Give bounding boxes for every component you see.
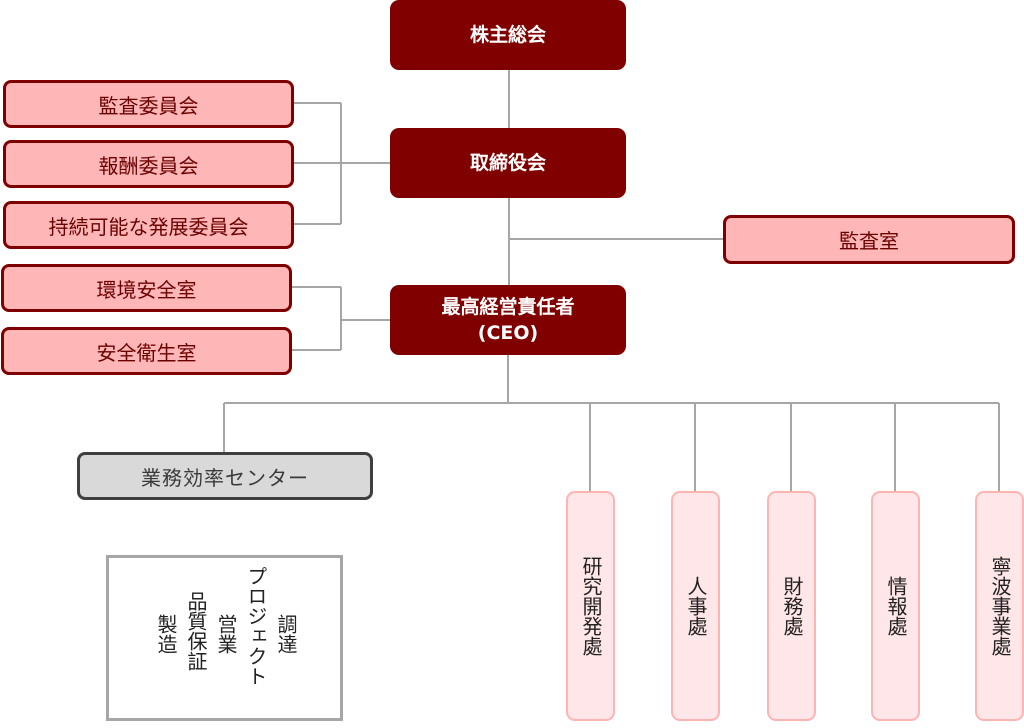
node-label: 人事處 <box>684 576 708 636</box>
node-label: 持続可能な発展委員会 <box>48 214 249 239</box>
node-label: 環境安全室 <box>96 277 197 302</box>
committee-node[interactable]: 報酬委員会 <box>3 140 294 188</box>
node-label: 財務處 <box>780 576 804 636</box>
node-label: 研究開発處 <box>579 556 603 656</box>
node-label: 監査委員会 <box>98 93 199 118</box>
node-label: 最高経営責任者 <box>441 296 575 318</box>
legend-item: 調達 <box>274 614 298 654</box>
division-node[interactable]: 研究開発處 <box>566 491 615 721</box>
node-label: 報酬委員会 <box>98 153 199 178</box>
node-label: 安全衛生室 <box>96 340 197 365</box>
shareholders-meeting-node[interactable]: 株主総会 <box>390 0 626 70</box>
node-label: 情報處 <box>884 576 908 636</box>
committee-node[interactable]: 持続可能な発展委員会 <box>3 201 294 249</box>
division-node[interactable]: 財務處 <box>767 491 816 721</box>
ceo-office-node[interactable]: 安全衛生室 <box>1 327 292 375</box>
legend-item: プロジェクト <box>244 566 268 686</box>
ceo-node[interactable]: 最高経営責任者 (CEO) <box>390 285 626 355</box>
node-label: 株主総会 <box>469 24 546 46</box>
committee-node[interactable]: 監査委員会 <box>3 80 294 128</box>
node-label: 取締役会 <box>469 152 546 174</box>
node-label: 監査室 <box>839 229 899 253</box>
division-node[interactable]: 情報處 <box>871 491 920 721</box>
node-label: (CEO) <box>477 322 539 344</box>
legend-item: 製造 <box>154 614 178 654</box>
functions-legend-box: 調達 プロジェクト 営業 品質保証 製造 <box>106 555 343 721</box>
node-label: 業務効率センター <box>141 465 309 490</box>
legend-item: 品質保証 <box>184 591 208 671</box>
division-node[interactable]: 人事處 <box>671 491 720 721</box>
division-node[interactable]: 寧波事業處 <box>975 491 1024 721</box>
legend-item: 営業 <box>214 614 238 654</box>
efficiency-center-node[interactable]: 業務効率センター <box>77 452 373 500</box>
ceo-office-node[interactable]: 環境安全室 <box>1 264 292 312</box>
audit-office-node[interactable]: 監査室 <box>723 215 1015 264</box>
node-label: 寧波事業處 <box>988 556 1012 656</box>
board-of-directors-node[interactable]: 取締役会 <box>390 128 626 198</box>
